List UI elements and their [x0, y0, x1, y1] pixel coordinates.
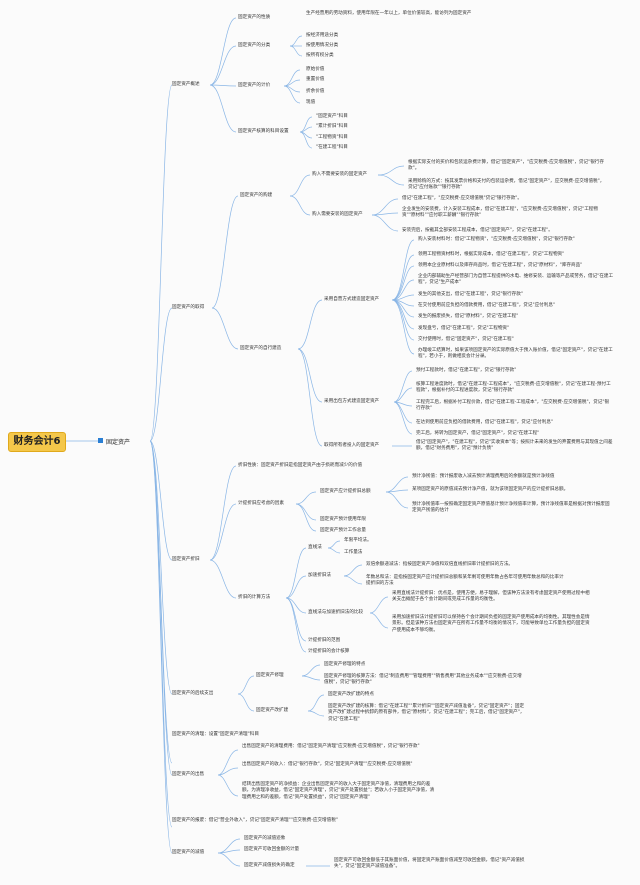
list-item: 重置价值 [306, 77, 325, 82]
list-item: 按使用情况分类 [306, 43, 339, 48]
list-item: 固定资产的减值迹象 [244, 836, 286, 841]
list-item: 交付使用时，借记"固定资产"，贷记"在建工程" [418, 337, 514, 342]
accounts-node[interactable]: 固定资产核算的科目设置 [238, 129, 289, 134]
impairment-text: 固定资产可收回金额低于其账面价值，将固定资产账面价值减至可收回金额，借记"资产减… [334, 858, 525, 870]
root-node[interactable]: 财务会计6 [8, 432, 66, 452]
list-item: 固定资产改扩建的核算：借记"在建工程""累计折旧""固定资产减值准备"，贷记"固… [328, 704, 525, 722]
impairment-recognition-node[interactable]: 固定资产减值损失的确定 [244, 863, 295, 868]
list-item: 领用工程物资材料时，根据实际成本，借记"在建工程"，贷记"工程物资" [418, 252, 565, 257]
list-item: 办理竣工结算时，如果该项固定资产的实际原值大于预入账价值，借记"固定资产"，贷记… [418, 348, 613, 360]
list-item: 预计净残值率—按照确定固定资产原值基计预计净残值率计算，预计净残值率是根据对预计… [412, 502, 610, 514]
depreciation-node[interactable]: 固定资产折旧 [172, 557, 200, 562]
list-item: "在建工程"科目 [316, 145, 348, 150]
list-item: 工程完工后，根据补付工程价款，借记"在建工程-工程成本"，"应交税费-应交增值税… [416, 400, 610, 412]
sale-node[interactable]: 固定资产的出售 [172, 772, 205, 777]
list-item: 在达到使用前应负担的借款费用，借记"在建工程"，贷记"应付利息" [416, 420, 554, 425]
clearance-node[interactable]: 固定资产的清理：设置"固定资产清理"科目 [172, 732, 259, 737]
list-item: "累计折旧"科目 [316, 124, 348, 129]
purchase-node[interactable]: 固定资产的购建 [240, 193, 273, 198]
self-built-node[interactable]: 固定资产的自行建造 [240, 346, 282, 351]
list-item: 结转出售固定资产的净损益：企业出售固定资产的收入大于固定资产净值，清理费用之和的… [242, 782, 435, 800]
list-item: 核算工程进度款时，借记"在建工程-工程成本"，"应交税费-应交增值税"，贷记"在… [416, 382, 611, 394]
acquisition-node[interactable]: 固定资产的取得 [172, 305, 205, 310]
list-item: 在交付使用前应负担的借款费用，借记"在建工程"，贷记"应付利息" [418, 303, 556, 308]
list-item: 年数总和法：是指按固定资产应计提折旧总额和某年剩可使用年数占各年可使用年数总和的… [366, 575, 564, 587]
install-node[interactable]: 购入需要安装的固定资产 [312, 212, 363, 217]
depr-nature-node[interactable]: 折旧性质：固定资产折旧是指固定资产由于损耗而减少的价值 [238, 463, 363, 468]
list-item: 企业发生的安装费，计入安装工程成本，借记"在建工程"，"应交税费-应交增值税"，… [402, 207, 598, 219]
list-item: 出售固定资产的清理费用：借记"固定资产清理"应交税费-应交增值税"，贷记"银行存… [242, 744, 420, 749]
list-item: 借记"在建工程"，"应交税费-应交增值税"贷记"银行存款"。 [402, 196, 522, 201]
list-item: 根据实际支付的买价和包装运杂费计算，借记"固定资产"，"应交税费-应交增值税"，… [408, 160, 604, 172]
list-item: 年限平均法。 [344, 538, 372, 543]
list-item: 工作量法 [344, 550, 363, 555]
list-item: 企业内部辅助生产经营部门为自营工程提供的水电、维修安装、运输等产品或劳务，借记"… [418, 274, 614, 286]
entry-node[interactable]: 计提折旧的会计核算 [308, 649, 350, 654]
donation-node[interactable]: 取得所有者投入的固定资产 [324, 443, 380, 448]
list-item: 发现盘亏，借记"在建工程"，贷记"工程物资" [418, 326, 510, 331]
list-item: 预付工程款时，借记"在建工程"，贷记"银行存款" [416, 368, 517, 373]
no-install-node[interactable]: 购入不需要安装的固定资产 [312, 172, 368, 177]
subsequent-node[interactable]: 固定资产的后续支出 [172, 691, 214, 696]
list-item: 发生的报废损失，借记"原材料"，贷记"在建工程" [418, 314, 519, 319]
nature-node[interactable]: 固定资产的性质 [238, 15, 271, 20]
list-item: 现值 [306, 100, 316, 105]
list-item: 按所有权分类 [306, 53, 334, 58]
topic-icon [98, 438, 103, 443]
list-item: 固定资产可收回金额的计量 [244, 847, 300, 852]
list-item: 采用直线法计提折旧：优点是，使用方便，易于理解，但该种方法没有考虑固定资产使用过… [392, 591, 590, 603]
work-node[interactable]: 固定资产预计工作总量 [320, 528, 366, 533]
methods-node[interactable]: 折旧的计算方法 [238, 595, 271, 600]
improve-node[interactable]: 固定资产改扩建 [256, 708, 289, 713]
list-item: 出售固定资产的收入：借记"银行存款"，贷记"固定资产清理""应交税费-应交增值税… [242, 762, 413, 767]
list-item: 固定资产修理的核算方法：借记"制造费用""管理费用""销售费用"其他业务成本""… [324, 674, 522, 686]
straight-node[interactable]: 直线法 [308, 545, 322, 550]
life-node[interactable]: 固定资产预计使用年限 [320, 517, 366, 522]
scope-node[interactable]: 计提折旧的范围 [308, 638, 341, 643]
factors-node[interactable]: 计提折旧应考虑的因素 [238, 501, 284, 506]
scrap-node[interactable]: 固定资产的报废：借记"营业外收入"，贷记"固定资产清理""应交税费-应交增值税" [172, 818, 338, 823]
classification-node[interactable]: 固定资产的分类 [238, 43, 271, 48]
list-item: 发生的其他支出，借记"在建工程"，贷记"银行存款" [418, 292, 523, 297]
list-item: 折余价值 [306, 89, 325, 94]
list-item: 按经济用途分类 [306, 33, 339, 38]
list-item: 某项固定资产的原值减去预计净产值，就为该项固定资产的应计提折旧总额。 [412, 487, 569, 492]
total-node[interactable]: 固定资产应计提折旧总额 [320, 489, 371, 494]
list-item: 采用加速折旧法计提折旧可以保持各个会计期间负担的固定资产使用成本的均衡性。其理性… [392, 615, 590, 633]
compare-node[interactable]: 直线法与加速折旧法的比较 [308, 610, 364, 615]
repair-node[interactable]: 固定资产修理 [256, 673, 284, 678]
list-item: "固定资产"科目 [316, 114, 348, 119]
donation-text: 借记"固定资产"，"在建工程"，贷记"实收资本"等；按照计未来的发生的弃置费用与… [416, 440, 613, 452]
list-item: 完工后，将转为固定资产，借记"固定资产"，贷记"在建工程" [416, 431, 540, 436]
accelerated-node[interactable]: 加速折旧法 [308, 573, 331, 578]
self-method-node[interactable]: 采用自营方式建造固定资产 [324, 297, 380, 302]
impairment-node[interactable]: 固定资产的减值 [172, 850, 205, 855]
list-item: 原始价值 [306, 67, 325, 72]
list-item: 购入安装材料时：借记"工程物资"，"应交税费-应交增值税"，贷记"银行存款" [418, 237, 575, 242]
list-item: 固定资产修理的特点 [324, 662, 366, 667]
valuation-node[interactable]: 固定资产的计价 [238, 83, 271, 88]
list-item: 采用赊购的方式：按其发票价格和支付的包装运杂费，借记"固定资产"，应交税费-应交… [408, 179, 605, 191]
overview-node[interactable]: 固定资产概述 [172, 82, 200, 87]
list-item: "工程物资"科目 [316, 135, 348, 140]
list-item: 固定资产改扩建的特点 [328, 692, 374, 697]
main-topic[interactable]: 固定资产 [106, 439, 131, 446]
list-item: 预计净残值：预计报废收入减去预计清理费用后的余额就是预计净残值 [412, 474, 555, 479]
list-item: 双倍余额递减法：指按固定资产净值和双倍直线折旧率计提折旧的方法。 [366, 562, 514, 567]
list-item: 安装完后，按截其全部安装工程成本，借记"固定资产"，贷记"在建工程"。 [402, 228, 553, 233]
list-item: 领用本企业原材料以及库存商品时，借记"在建工程"，贷记"原材料"，"库存商品" [418, 263, 583, 268]
outsource-node[interactable]: 采用出包方式建造固定资产 [324, 399, 380, 404]
nature-text: 生产经营用的劳动资料，使用年限在一年以上，单位价值较高，能访列为固定资产 [306, 11, 472, 16]
